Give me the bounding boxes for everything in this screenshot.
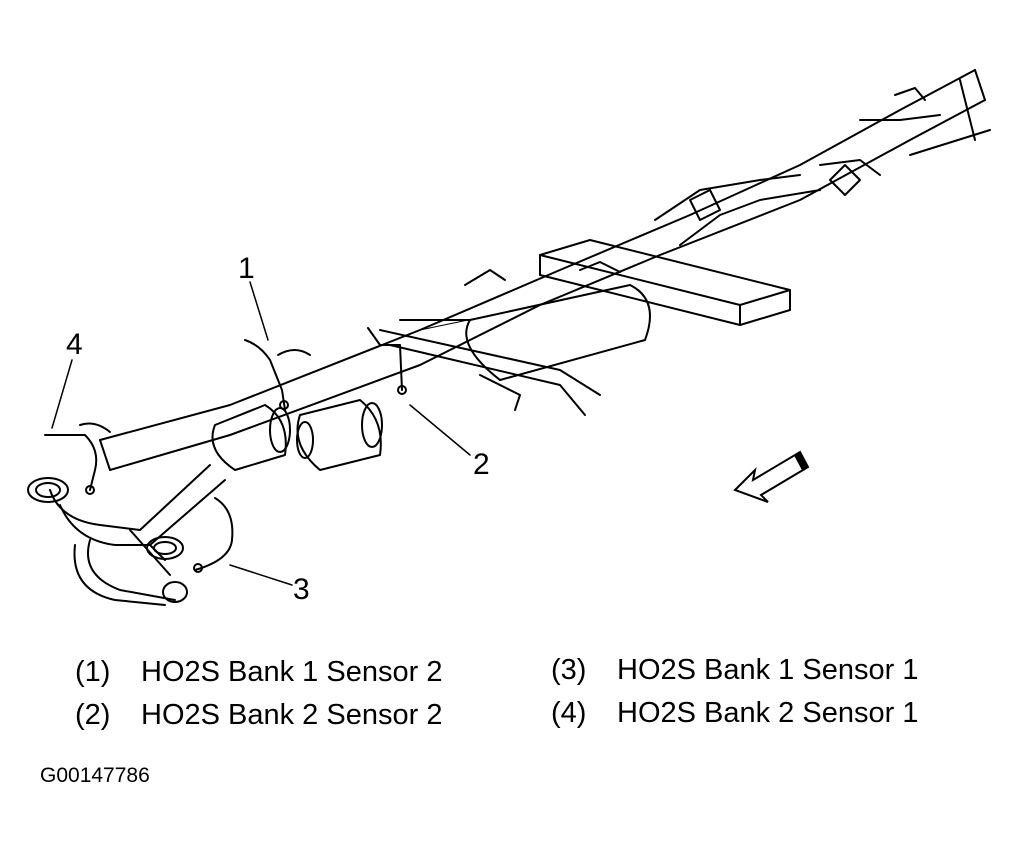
legend-item-number: (4) xyxy=(551,697,587,729)
catalytic-converter-2 xyxy=(296,399,383,471)
legend-item: (4) HO2S Bank 2 Sensor 1 xyxy=(551,699,918,728)
leader-line-2 xyxy=(409,404,471,456)
pipe-outlet xyxy=(162,581,188,603)
muffler xyxy=(399,284,651,381)
callout-4: 4 xyxy=(66,328,83,361)
rear-frame-member xyxy=(654,164,861,246)
legend-item-text: HO2S Bank 2 Sensor 2 xyxy=(141,699,443,731)
legend-item-text: HO2S Bank 2 Sensor 1 xyxy=(617,697,919,729)
callout-3: 3 xyxy=(293,573,310,606)
callout-1: 1 xyxy=(238,252,255,285)
legend-item: (2) HO2S Bank 2 Sensor 2 xyxy=(75,701,442,730)
ho2s-sensor-2-wire xyxy=(367,327,407,395)
legend-item: (1) HO2S Bank 1 Sensor 2 xyxy=(75,658,442,687)
legend-item-number: (2) xyxy=(75,699,111,731)
exhaust-flange-left xyxy=(27,477,69,503)
mount-bracket-rear xyxy=(464,269,506,286)
legend-item: (3) HO2S Bank 1 Sensor 1 xyxy=(551,656,918,685)
ho2s-sensor-1-wire xyxy=(244,339,289,411)
exhaust-flange-right xyxy=(146,536,184,560)
ho2s-sensor-3-wire xyxy=(193,497,234,573)
leader-line-4 xyxy=(51,359,73,429)
leader-line-1 xyxy=(249,281,269,341)
y-pipe xyxy=(49,464,226,606)
figure-id: G00147786 xyxy=(40,764,150,787)
forward-direction-arrow-icon xyxy=(733,450,810,503)
mount-bracket-mid xyxy=(277,349,311,356)
mount-bracket-front xyxy=(79,422,111,433)
ho2s-sensor-4-wire xyxy=(44,434,98,495)
legend-item-number: (1) xyxy=(75,656,111,688)
leader-line-3 xyxy=(229,564,293,586)
legend-item-number: (3) xyxy=(551,654,587,686)
legend-item-text: HO2S Bank 1 Sensor 1 xyxy=(617,654,919,686)
frame-rail xyxy=(99,69,991,471)
callout-2: 2 xyxy=(473,448,490,481)
cross-member xyxy=(539,239,791,326)
support-bracket xyxy=(379,329,601,416)
mount-bracket-far xyxy=(894,87,926,101)
legend-item-text: HO2S Bank 1 Sensor 2 xyxy=(141,656,443,688)
exhaust-system-diagram xyxy=(27,69,991,606)
